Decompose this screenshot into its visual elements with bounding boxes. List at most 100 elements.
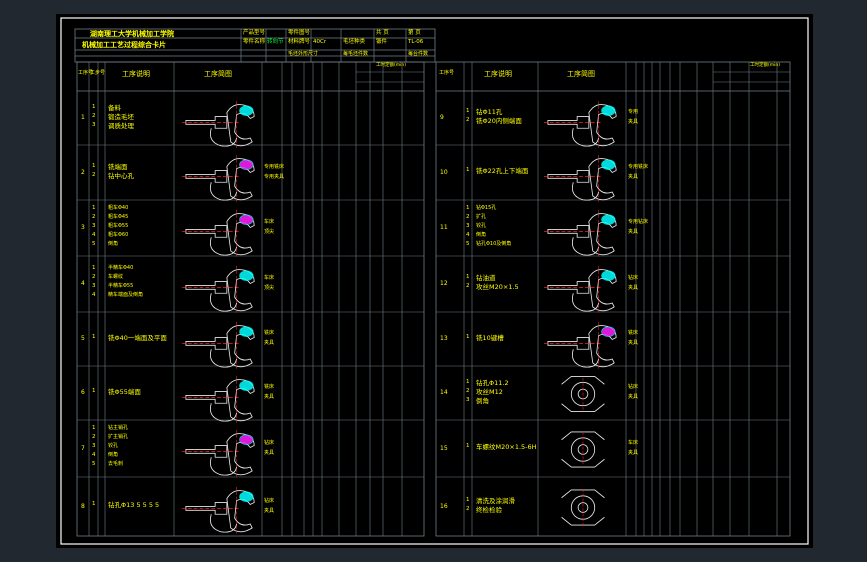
- header-r2-cell: 40Cr: [313, 39, 327, 45]
- header-r1-cell: 第 页: [408, 29, 421, 36]
- equipment: 钻床: [264, 439, 275, 446]
- step-text: 钻Φ11孔: [476, 108, 503, 116]
- equipment: 钻床: [628, 384, 639, 390]
- step-number: 1: [466, 443, 470, 449]
- step-text: 扩主销孔: [108, 434, 129, 440]
- part-sketch: [544, 100, 617, 148]
- step-text: 铣Φ22孔上下端面: [476, 167, 529, 175]
- step-text: 铣Φ20内侧端面: [476, 117, 522, 125]
- part-sketch: [182, 321, 255, 369]
- col-op-no: 工序号: [78, 70, 94, 76]
- step-number: 1: [92, 387, 96, 394]
- step-text: 粗车Φ55: [108, 222, 129, 229]
- op-number: 6: [81, 389, 85, 396]
- step-number: 1: [92, 204, 96, 211]
- col-sketch: 工序简图: [204, 70, 232, 78]
- step-number: 2: [92, 274, 96, 280]
- equipment: 专用: [628, 109, 639, 115]
- part-sketch: [544, 209, 617, 257]
- fixture: 夹具: [628, 119, 639, 125]
- op-number: 2: [81, 168, 85, 176]
- step-text: 调质处理: [108, 121, 134, 130]
- header-r2-cell: TL-06: [408, 39, 424, 45]
- header-r3-cell: 每毛坯件数: [343, 50, 369, 57]
- part-sketch: [561, 488, 605, 527]
- fixture: 夹具: [628, 285, 639, 291]
- step-text: 攻丝M12: [476, 387, 503, 396]
- equipment: 专用钻床: [628, 219, 649, 225]
- fixture: 夹具: [264, 449, 275, 456]
- step-text: 钻孔Φ13 5 5 5 5: [108, 501, 160, 509]
- inner-border: [60, 17, 809, 545]
- step-text: 粗车Φ40: [108, 204, 129, 211]
- header-r3-cell: 毛坯外形尺寸: [288, 50, 319, 57]
- header-r1-cell: 零件图号: [288, 29, 311, 36]
- part-sketch: [561, 431, 605, 468]
- fixture: 顶尖: [264, 285, 275, 291]
- step-number: 2: [92, 434, 96, 440]
- part-sketch: [561, 376, 605, 412]
- step-text: 锻造毛坯: [108, 112, 134, 121]
- col-sketch: 工序简图: [567, 70, 595, 78]
- header-r2-cell: 锻件: [376, 39, 388, 45]
- step-text: 钻中心孔: [108, 171, 134, 180]
- header-r2-cell: 零件名称: [243, 39, 266, 45]
- op-number: 5: [81, 335, 85, 342]
- op-number: 3: [81, 224, 85, 231]
- op-number: 9: [440, 114, 444, 121]
- part-sketch: [182, 154, 255, 202]
- step-number: 5: [92, 461, 96, 467]
- step-text: 铣Φ40一端面及平面: [108, 333, 167, 342]
- op-number: 15: [440, 444, 448, 452]
- step-number: 3: [466, 396, 470, 403]
- op-number: 11: [440, 224, 448, 231]
- fixture: 夹具: [264, 340, 275, 346]
- part-sketch: [182, 486, 255, 534]
- step-text: 车螺纹: [108, 274, 124, 280]
- step-number: 2: [466, 213, 470, 220]
- step-number: 4: [466, 231, 470, 238]
- step-number: 2: [466, 117, 470, 123]
- step-text: 钻孔Φ10及倒角: [476, 240, 512, 247]
- fixture: 夹具: [628, 340, 639, 346]
- op-number: 14: [440, 389, 448, 396]
- op-number: 7: [81, 444, 85, 452]
- op-number: 8: [81, 502, 85, 510]
- step-number: 1: [466, 378, 470, 385]
- col-description: 工序说明: [484, 70, 512, 78]
- step-number: 1: [92, 333, 96, 340]
- op-number: 16: [440, 502, 448, 510]
- part-sketch: [182, 100, 255, 148]
- step-text: 车螺纹M20×1.5-6H: [476, 443, 537, 451]
- step-text: 铣10键槽: [476, 333, 504, 342]
- step-number: 1: [92, 425, 96, 431]
- step-text: 半精车Φ55: [108, 283, 134, 289]
- step-number: 2: [92, 112, 96, 119]
- step-number: 4: [92, 452, 96, 458]
- header-r1-cell: 共 页: [376, 29, 389, 36]
- step-text: 半精车Φ40: [108, 265, 134, 271]
- step-number: 1: [466, 274, 470, 280]
- part-sketch: [544, 321, 617, 369]
- step-number: 1: [466, 333, 470, 340]
- step-text: 攻丝M20×1.5: [476, 283, 519, 291]
- step-number: 3: [92, 121, 96, 128]
- step-text: 粗车Φ45: [108, 213, 129, 220]
- step-number: 1: [92, 103, 96, 110]
- step-number: 1: [466, 108, 470, 114]
- step-text: 备料: [108, 103, 121, 112]
- header-r2-cell: 毛坯种类: [343, 39, 366, 45]
- col-description: 工序说明: [122, 70, 150, 78]
- part-sketch: [182, 209, 255, 257]
- equipment: 专用铣床: [628, 163, 649, 170]
- left-table: [76, 61, 425, 537]
- step-text: 倒角: [108, 240, 119, 247]
- header-r2-cell: 材料牌号: [288, 39, 311, 45]
- equipment: 铣床: [264, 384, 275, 390]
- drawing-frame: 湖南理工大学机械加工学院机械加工工艺过程综合卡片产品型号零件图号共 页第 页零件…: [56, 14, 813, 548]
- equipment: 钻床: [628, 275, 639, 281]
- equipment: 专用铣床: [264, 163, 285, 170]
- step-text: 精车端面及倒角: [108, 292, 144, 298]
- part-sketch: [544, 154, 617, 202]
- school-name: 湖南理工大学机械加工学院: [90, 29, 174, 38]
